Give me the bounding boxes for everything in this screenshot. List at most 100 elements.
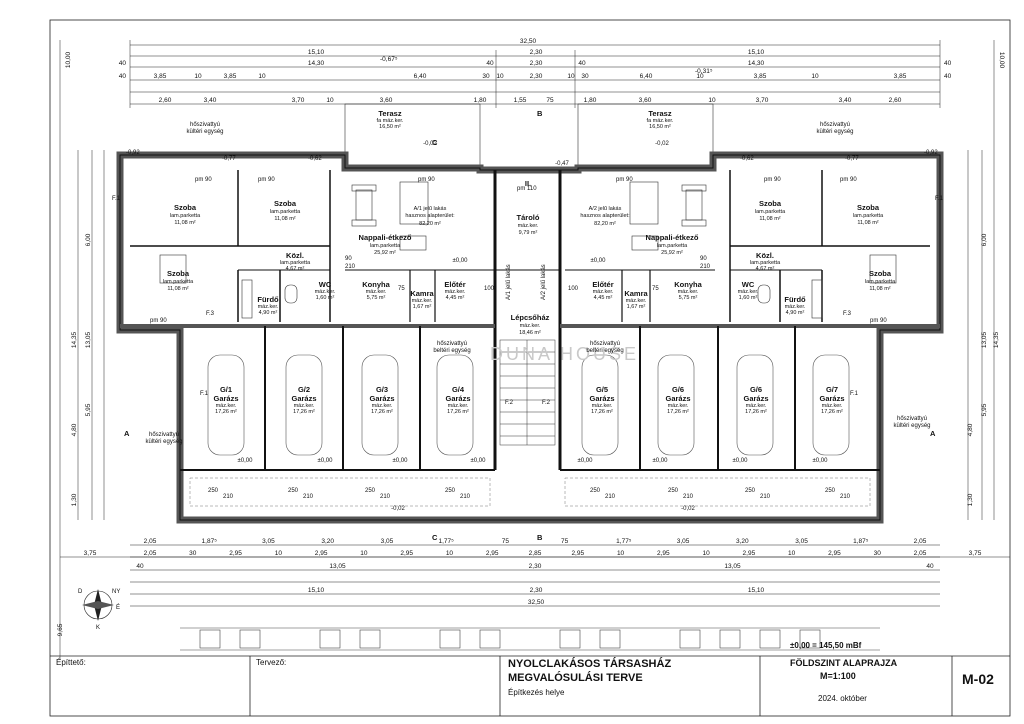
rooms-left: Szoba lam.parketta 11,08 m² Szoba lam.pa… [163, 109, 466, 316]
dim-label: 1,87⁵ [202, 538, 218, 545]
svg-text:F.1: F.1 [112, 196, 121, 202]
dim-label: 2,95 [571, 550, 584, 557]
svg-text:-0,62: -0,62 [308, 156, 322, 162]
slope-left: -0,67⁵ [380, 56, 398, 63]
svg-text:210: 210 [605, 494, 616, 500]
garage-name: Garázs [589, 394, 614, 403]
svg-text:beltéri egység: beltéri egység [586, 348, 623, 354]
garage-name: Garázs [369, 394, 394, 403]
svg-text:5,75 m²: 5,75 m² [367, 295, 386, 301]
svg-text:11,08 m²: 11,08 m² [759, 216, 780, 222]
svg-text:1,60 m²: 1,60 m² [739, 295, 758, 301]
svg-text:F.3: F.3 [206, 311, 215, 317]
dim-label: 75 [502, 538, 510, 545]
svg-text:beltéri egység: beltéri egység [433, 348, 470, 354]
svg-text:4,45 m²: 4,45 m² [446, 295, 465, 301]
dim-row4: 40 3,85 10 3,85 10 6,40 30 10 2,30 10 30… [119, 73, 952, 80]
svg-text:±0,00: ±0,00 [471, 458, 487, 464]
svg-text:-0,62: -0,62 [740, 156, 754, 162]
dim-label: 3,05 [795, 538, 808, 545]
svg-text:210: 210 [760, 494, 771, 500]
garage-name: Garázs [445, 394, 470, 403]
svg-text:Szoba: Szoba [167, 269, 190, 278]
svg-text:WC: WC [742, 280, 755, 289]
svg-text:lam.parketta: lam.parketta [657, 243, 688, 249]
svg-text:18,46 m²: 18,46 m² [519, 330, 541, 336]
svg-text:4,90 m²: 4,90 m² [786, 310, 805, 316]
svg-text:250: 250 [745, 488, 756, 494]
dim-right-total: 10,00 [998, 52, 1005, 69]
dim-right-d: 5,95 [981, 403, 988, 416]
svg-text:pm 90: pm 90 [870, 318, 887, 324]
dim-label: 2,95 [657, 550, 670, 557]
dim-top-right: 15,10 [748, 49, 765, 56]
svg-text:-0,92: -0,92 [924, 150, 938, 156]
svg-text:-0,02: -0,02 [423, 141, 437, 147]
garage-id: G/6 [750, 385, 762, 394]
svg-text:kültéri egység: kültéri egység [186, 129, 223, 135]
svg-text:máz.ker.: máz.ker. [315, 289, 336, 295]
svg-text:F.1: F.1 [200, 391, 209, 397]
svg-text:±0,00: ±0,00 [813, 458, 829, 464]
svg-text:lam.parketta: lam.parketta [755, 209, 786, 215]
svg-text:Fürdő: Fürdő [257, 295, 279, 304]
lepcsohaz-name: Lépcsőház [511, 313, 550, 322]
svg-text:lam.parketta: lam.parketta [163, 279, 194, 285]
svg-text:9,79 m²: 9,79 m² [519, 230, 538, 236]
svg-text:hőszivattyú: hőszivattyú [437, 341, 467, 347]
svg-text:máz.ker.: máz.ker. [785, 304, 806, 310]
svg-text:Szoba: Szoba [869, 269, 892, 278]
dim-label: 3,05 [381, 538, 394, 545]
dim-right-b: 13,05 [981, 331, 988, 348]
svg-text:11,08 m²: 11,08 m² [869, 286, 890, 292]
dim-row3-f: 14,30 [748, 60, 765, 67]
svg-text:82,20 m²: 82,20 m² [594, 221, 616, 227]
dim-label: 40 [926, 563, 934, 570]
svg-text:Kamra: Kamra [624, 289, 648, 298]
svg-text:máz.ker.: máz.ker. [445, 289, 466, 295]
svg-text:10: 10 [708, 97, 716, 104]
dim-label: 1,77⁵ [438, 538, 454, 545]
svg-text:100: 100 [484, 286, 495, 292]
garage-id: G/2 [298, 385, 310, 394]
dim-label: 2,05 [914, 550, 927, 557]
svg-text:máz.ker.: máz.ker. [366, 289, 387, 295]
dim-label: 2,85 [529, 550, 542, 557]
svg-text:82,20 m²: 82,20 m² [419, 221, 441, 227]
dim-left-d: 5,95 [85, 403, 92, 416]
svg-text:máz.ker.: máz.ker. [678, 289, 699, 295]
svg-text:pm 90: pm 90 [258, 177, 275, 183]
svg-text:25,92 m²: 25,92 m² [374, 250, 396, 256]
svg-text:Konyha: Konyha [362, 280, 390, 289]
svg-text:10: 10 [696, 73, 704, 80]
svg-text:30: 30 [581, 73, 589, 80]
garage-area: 17,26 m² [591, 409, 613, 415]
svg-text:16,50 m²: 16,50 m² [379, 124, 401, 130]
svg-text:3,85: 3,85 [754, 73, 767, 80]
svg-text:10: 10 [496, 73, 504, 80]
svg-text:B: B [537, 109, 543, 118]
svg-text:NY: NY [112, 589, 120, 595]
svg-text:±0,00: ±0,00 [318, 458, 334, 464]
dim-label: 10 [788, 550, 796, 557]
svg-text:10: 10 [326, 97, 334, 104]
svg-text:11,08 m²: 11,08 m² [174, 220, 195, 226]
svg-text:Konyha: Konyha [674, 280, 702, 289]
stairs [499, 339, 556, 446]
bottom-half-left: 15,10 [308, 587, 325, 594]
svg-text:máz.ker.: máz.ker. [520, 323, 541, 329]
svg-text:210: 210 [345, 264, 356, 270]
svg-text:hőszivattyú: hőszivattyú [149, 432, 179, 438]
dim-right-a: 14,35 [993, 331, 1000, 348]
svg-text:Fürdő: Fürdő [784, 295, 806, 304]
svg-text:A: A [124, 429, 130, 438]
dim-right-e: 4,80 [967, 423, 974, 436]
svg-text:lam.parketta: lam.parketta [370, 243, 401, 249]
svg-text:75: 75 [546, 97, 554, 104]
svg-text:250: 250 [288, 488, 299, 494]
svg-text:1,67 m²: 1,67 m² [413, 304, 432, 310]
svg-text:11,08 m²: 11,08 m² [167, 286, 188, 292]
svg-text:lam.parketta: lam.parketta [750, 260, 781, 266]
svg-text:máz.ker.: máz.ker. [738, 289, 759, 295]
